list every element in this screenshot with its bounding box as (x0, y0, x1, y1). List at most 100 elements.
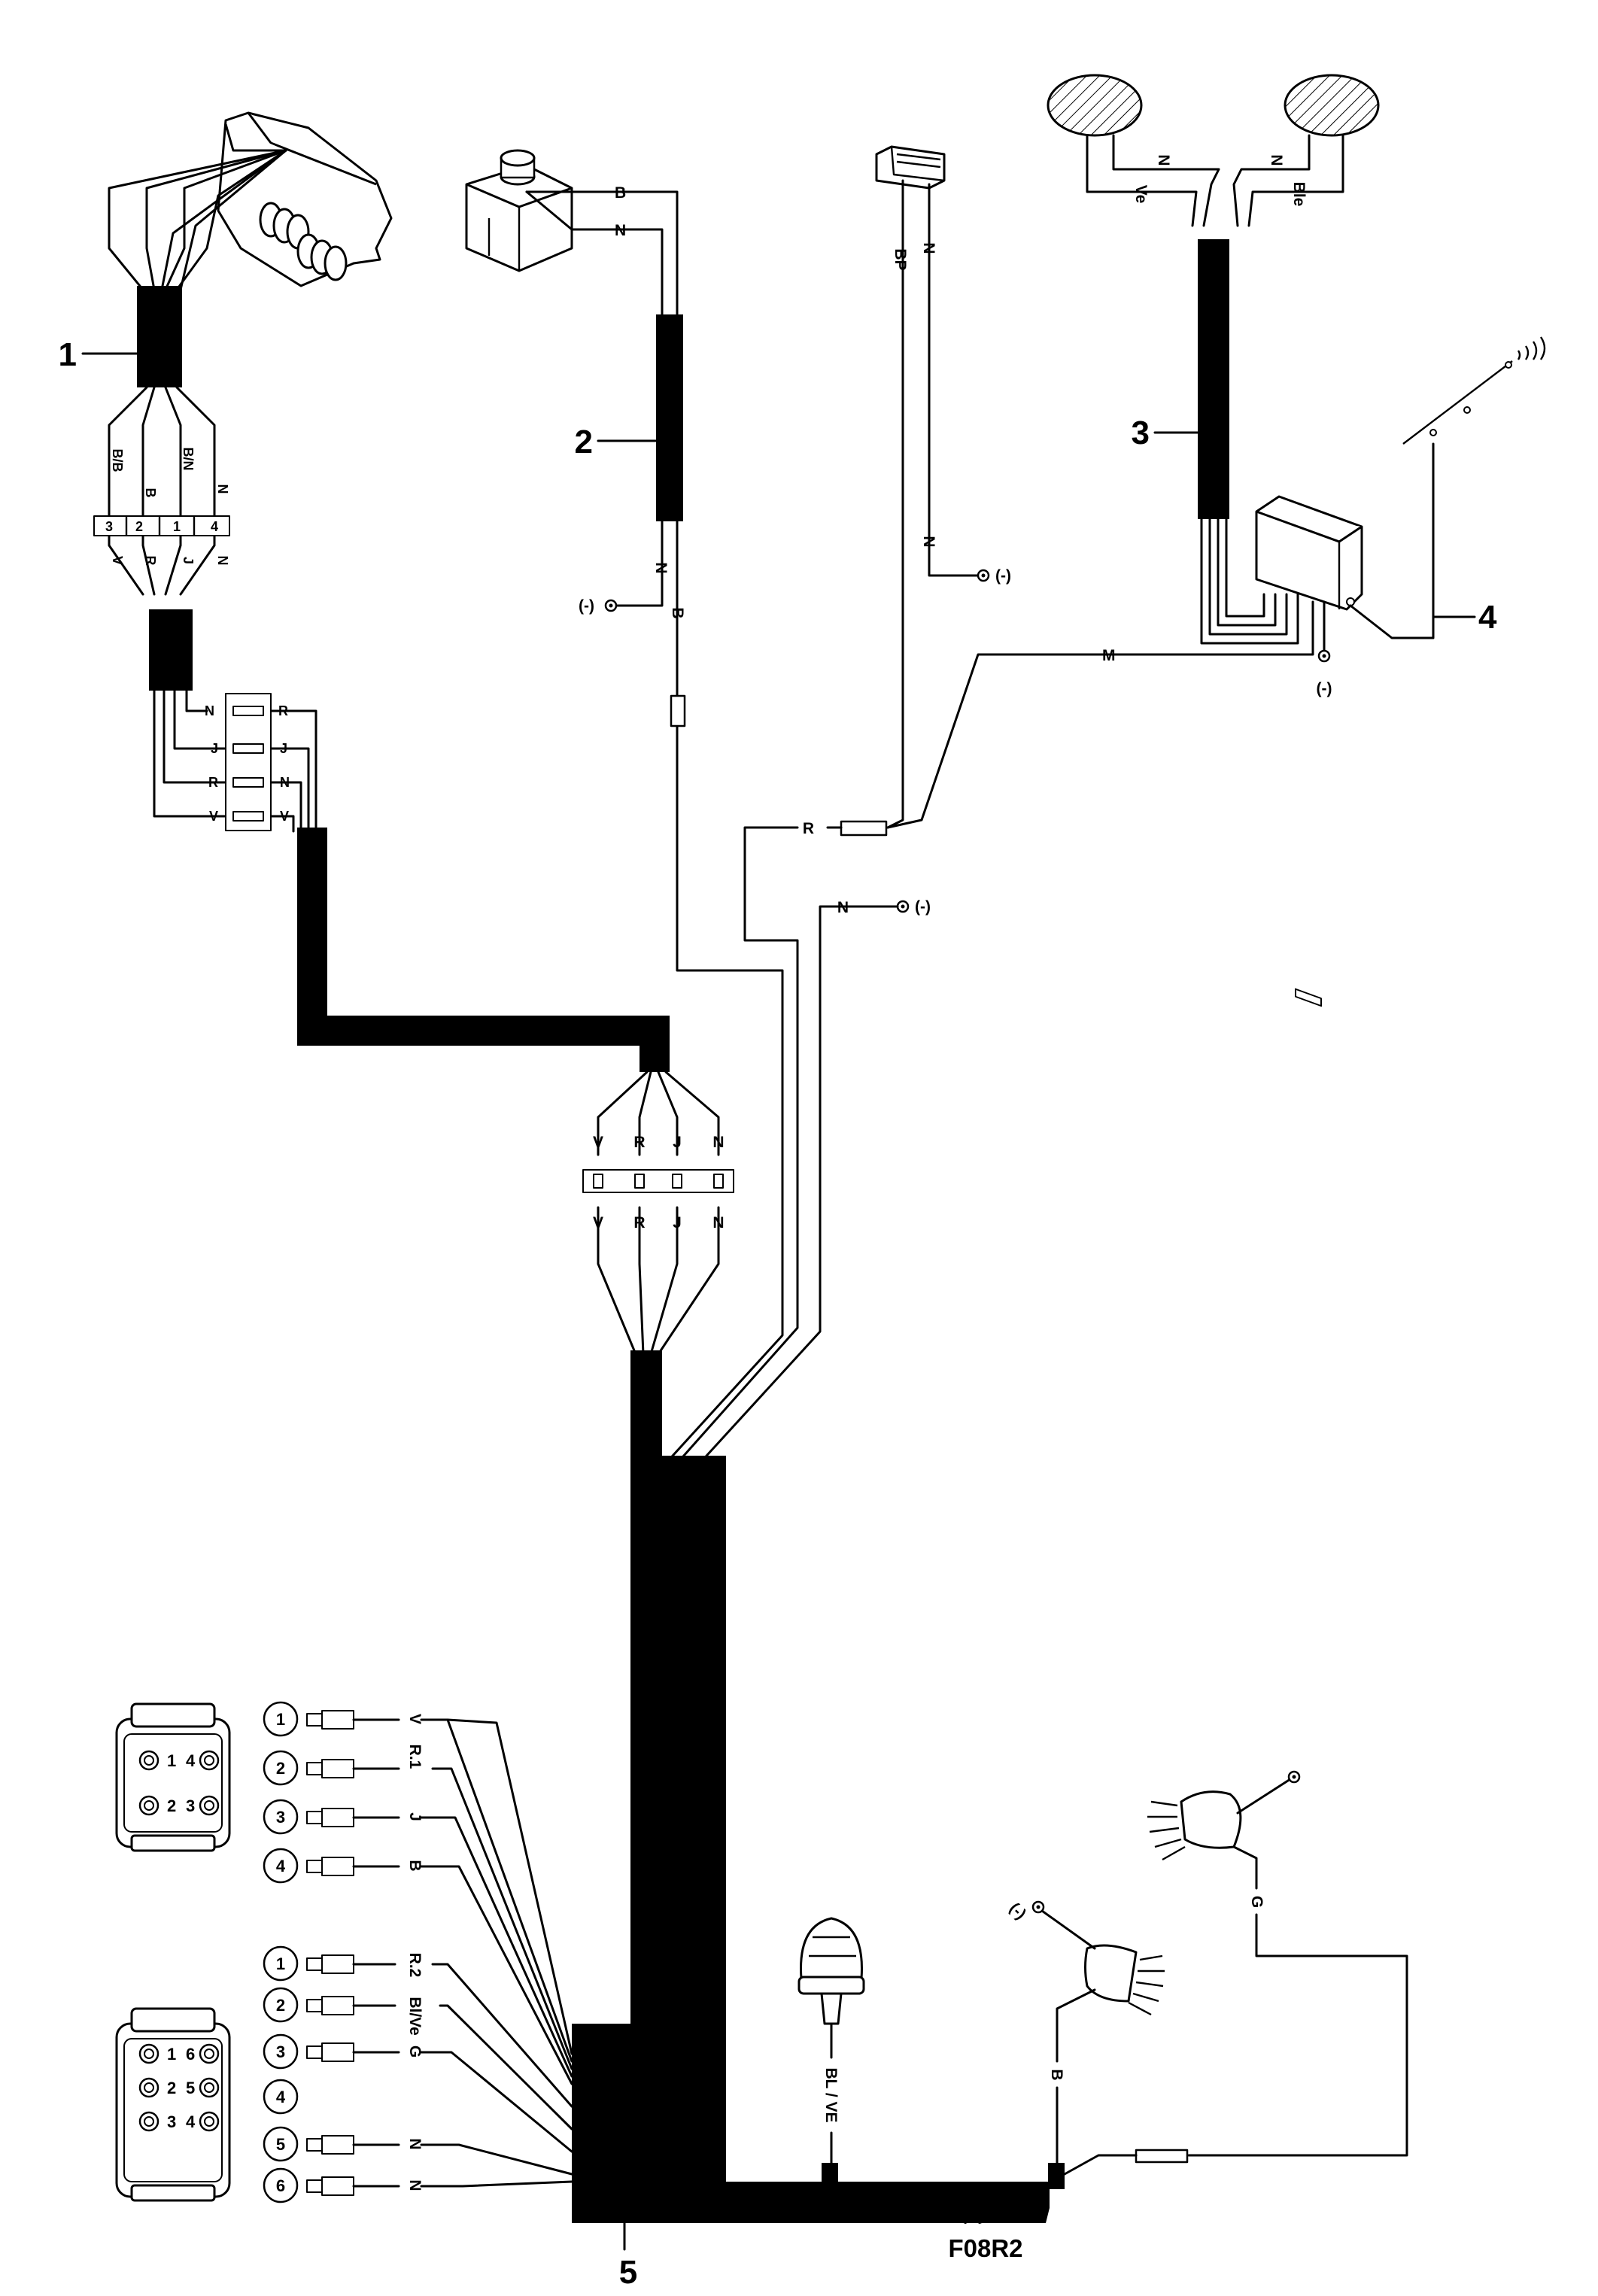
svg-text:2: 2 (167, 2079, 176, 2097)
svg-text:5: 5 (276, 2135, 285, 2154)
pressure-switch (875, 145, 946, 190)
switch-unit (465, 149, 573, 272)
wire-2-n-label: N (615, 222, 626, 239)
svg-text:N: N (205, 703, 214, 718)
work-light-g-wire-top (1232, 1845, 1258, 1890)
lever-control-unit (217, 111, 393, 287)
svg-text:V: V (406, 1714, 424, 1724)
svg-text:N: N (406, 2138, 424, 2149)
svg-text:3: 3 (186, 1796, 195, 1815)
radio-wires (886, 442, 1476, 829)
ground-wl-g-icon (1287, 1770, 1301, 1784)
svg-text:J: J (211, 741, 218, 756)
wire-3-ble: Ble (1290, 182, 1308, 207)
figure-code: F08R2 (948, 2234, 1022, 2262)
harness-1-wires-mid (108, 386, 216, 596)
work-light-b-label: B (1048, 2069, 1065, 2080)
pin-strip-1: 3 2 1 4 (93, 515, 230, 536)
callout-3: 3 (1132, 415, 1150, 451)
ground-2-icon (604, 599, 618, 612)
svg-text:3: 3 (276, 1808, 285, 1827)
switch-wires (525, 190, 784, 1465)
harness-1-wires-low (153, 689, 317, 833)
svg-text:V: V (110, 556, 125, 565)
work-light-g-icon (1147, 1790, 1242, 1861)
svg-text:1: 1 (276, 1954, 285, 1973)
wire-r-label: R (803, 820, 814, 837)
svg-text:V: V (209, 809, 218, 824)
svg-text:1: 1 (167, 2045, 176, 2064)
svg-text:2: 2 (167, 1796, 176, 1815)
svg-text:V: V (593, 1134, 603, 1151)
svg-text:R: R (278, 703, 288, 718)
work-light-b-wire-top (1056, 1988, 1096, 2063)
rotating-beacon-icon (797, 1917, 865, 2025)
worklight-b-tap (1048, 2163, 1065, 2189)
spring-left-icon (259, 202, 310, 250)
beacon-tap (822, 2163, 838, 2189)
terminal-a-1: 1 V (263, 1701, 424, 1737)
ground-wl-b-icon (1031, 1900, 1045, 1914)
inline-connector-1: N J R V R J N V (205, 693, 290, 831)
work-light-b-icon (1084, 1944, 1165, 2016)
terminal-a-3: 3 J (263, 1799, 424, 1835)
antenna-icon (1402, 336, 1546, 445)
ground-4-icon (1317, 649, 1331, 663)
svg-text:4: 4 (186, 1751, 196, 1770)
speaker-wires (1086, 134, 1344, 227)
wire-bp-label: BP (892, 248, 909, 270)
terminal-b-1: 1 R.2 (263, 1945, 424, 1982)
svg-text:2: 2 (276, 1759, 285, 1778)
svg-text:4: 4 (211, 519, 218, 534)
wire-3-n-left: N (1155, 154, 1172, 166)
fuse-g-wire (1063, 2154, 1138, 2176)
svg-text:1: 1 (173, 519, 181, 534)
terminal-b-2: 2 Bl/Ve (263, 1987, 424, 2036)
fuse-2 (670, 694, 686, 727)
terminal-b-3: 3 G (263, 2033, 424, 2070)
svg-text:V: V (593, 1214, 603, 1232)
callout-4: 4 (1478, 599, 1497, 636)
terminal-b-5: 5 N (263, 2126, 424, 2162)
ground-bp-label: (-) (995, 567, 1011, 585)
lower-connector: V R J N V R J N (582, 1134, 734, 1232)
svg-text:B: B (406, 1860, 424, 1871)
svg-text:J: J (181, 557, 196, 564)
svg-text:4: 4 (276, 1857, 286, 1875)
svg-text:3: 3 (105, 519, 113, 534)
svg-text:N: N (280, 775, 290, 790)
main-harness-upper (297, 828, 670, 1072)
main-harness-lower (572, 1350, 1050, 2223)
plug-a-wires (352, 1718, 573, 2085)
svg-text:N: N (712, 1214, 724, 1232)
svg-text:N: N (215, 556, 230, 566)
svg-text:N: N (406, 2179, 424, 2191)
svg-text:6: 6 (276, 2176, 285, 2195)
wire-bp-n-bottom: N (920, 536, 937, 547)
svg-text:J: J (406, 1812, 424, 1821)
terminal-a-4: 4 B (263, 1848, 424, 1884)
beacon-label: BL / VE (822, 2067, 840, 2122)
ground-4-label: (-) (1317, 680, 1332, 697)
svg-text:J: J (280, 741, 287, 756)
svg-text:N: N (712, 1134, 724, 1151)
harness-1-lower-sleeve (149, 609, 193, 691)
fuse-g (1135, 2149, 1189, 2164)
wire-1-top-labels: B/B B B/N N (110, 448, 230, 498)
harness-3-sleeve (1198, 239, 1229, 519)
svg-text:3: 3 (276, 2042, 285, 2061)
harness-3-lower-wires (1200, 518, 1299, 645)
svg-text:R.1: R.1 (406, 1745, 424, 1769)
svg-text:R: R (633, 1214, 645, 1232)
svg-text:R: R (633, 1134, 645, 1151)
wire-3-n-right: N (1268, 154, 1285, 166)
work-light-g-label: G (1248, 1896, 1265, 1908)
callout-5: 5 (619, 2254, 637, 2291)
svg-text:2: 2 (276, 1996, 285, 2015)
lower-connector-wires (597, 1071, 720, 1356)
brand-line-2: Equipement (951, 2209, 1021, 2225)
svg-text:5: 5 (186, 2079, 195, 2097)
ground-bp-icon (977, 569, 990, 582)
wire-m-label: M (1102, 647, 1116, 664)
